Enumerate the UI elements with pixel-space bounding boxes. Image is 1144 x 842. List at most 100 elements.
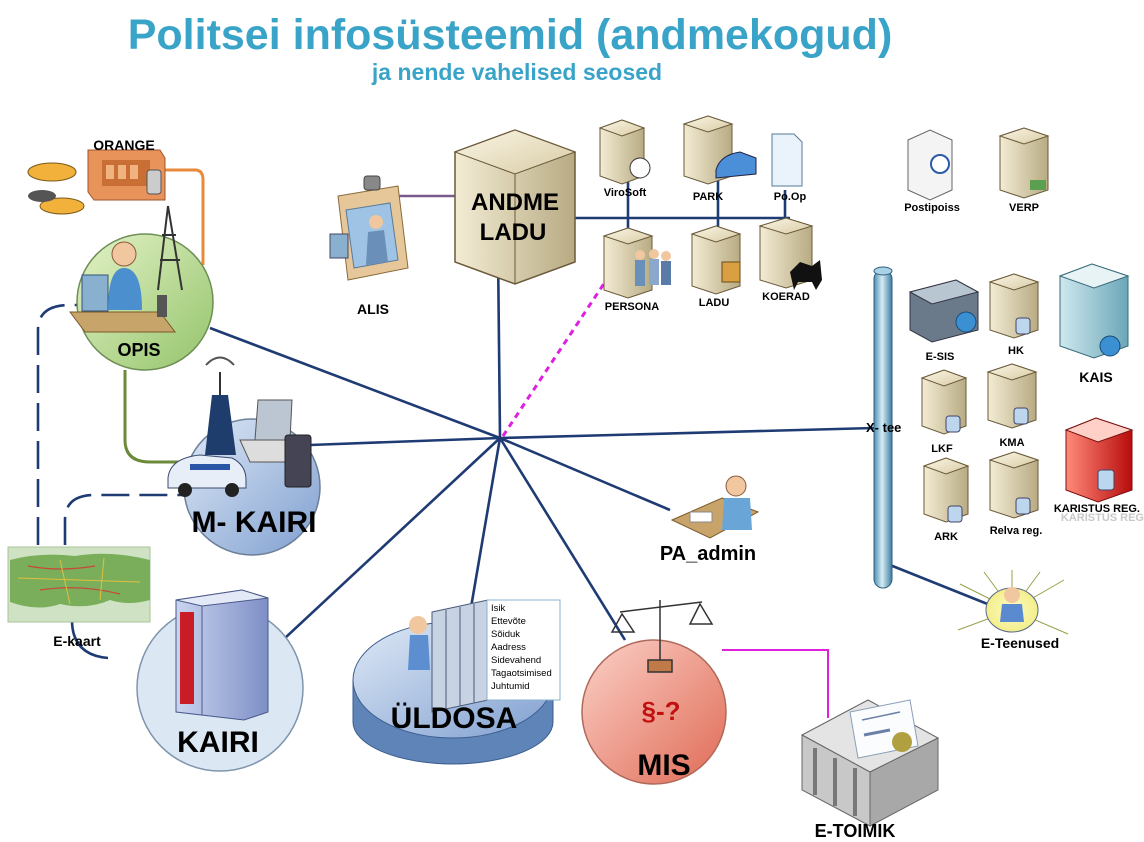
- link-pa-admin: [499, 436, 671, 512]
- desk-worker-icon: [670, 475, 760, 539]
- uldosa-list-item: Aadress: [491, 642, 526, 653]
- m-kairi-label: M- KAIRI: [192, 506, 317, 539]
- e-toimik-node: E-TOIMIK: [800, 699, 940, 841]
- link-ekaart-opis: [36, 303, 95, 545]
- andme-ladu-node: ANDME LADU: [453, 129, 577, 285]
- kais-node: KAIS: [1058, 263, 1130, 385]
- clock-icon: [629, 157, 651, 179]
- mis-label: MIS: [637, 749, 690, 782]
- wireless-router-icon: [205, 356, 236, 455]
- park-label: PARK: [693, 191, 723, 203]
- orange-label: ORANGE: [93, 137, 154, 153]
- kairi-node: KAIRI: [136, 589, 304, 772]
- link-m-kairi: [309, 436, 501, 447]
- user-icon: [409, 616, 427, 634]
- page-title: Politsei infosüsteemid (andmekogud): [128, 11, 893, 59]
- postipoiss-label: Postipoiss: [904, 202, 960, 214]
- uldosa-list-item: Sõiduk: [491, 629, 520, 640]
- virosoft-node: ViroSoft: [598, 119, 651, 199]
- scales-icon: [610, 600, 714, 673]
- ark-label: ARK: [934, 531, 958, 543]
- link-opis-mkairi: [123, 370, 195, 464]
- e-kaart-node: E-kaart: [7, 546, 151, 649]
- user-icon: [1004, 587, 1020, 603]
- kma-label: KMA: [999, 437, 1024, 449]
- uldosa-list-item: Sidevahend: [491, 655, 541, 666]
- andme-ladu-label-1: ANDME: [471, 189, 559, 216]
- verp-node: VERP: [998, 127, 1050, 214]
- orange-node: ORANGE: [27, 137, 166, 215]
- park-node: PARK: [682, 115, 757, 203]
- opis-node: OPIS: [69, 205, 214, 371]
- kairi-label: KAIRI: [177, 726, 259, 759]
- e-teenused-label: E-Teenused: [981, 635, 1059, 651]
- link-ekaart-mkairi: [63, 493, 190, 545]
- andme-ladu-label-2: LADU: [480, 219, 547, 246]
- mis-symbol: §-?: [642, 696, 681, 726]
- money-icon: [1030, 180, 1046, 190]
- server-icon: [690, 225, 742, 295]
- dog-icon: [790, 260, 822, 290]
- pa-admin-node: PA_admin: [660, 475, 760, 565]
- ark-node: ARK: [922, 457, 970, 543]
- police-car-icon: [167, 454, 247, 497]
- uldosa-list-item: Juhtumid: [491, 681, 530, 692]
- pa-admin-label: PA_admin: [660, 543, 756, 565]
- link-persona-dotted: [501, 281, 607, 437]
- verp-label: VERP: [1009, 202, 1039, 214]
- relva-reg-label: Relva reg.: [990, 525, 1043, 537]
- server-rack-icon: [431, 599, 489, 713]
- e-toimik-label: E-TOIMIK: [815, 821, 896, 841]
- alis-node: ALIS: [329, 175, 409, 317]
- link-uldosa: [466, 437, 502, 626]
- link-mis-etoimik: [722, 649, 829, 718]
- e-kaart-label: E-kaart: [53, 633, 101, 649]
- e-teenused-node: E-Teenused: [957, 570, 1069, 651]
- relva-reg-node: Relva reg.: [988, 451, 1043, 537]
- opis-label: OPIS: [117, 340, 160, 360]
- uldosa-list-item: Isik: [491, 603, 506, 614]
- ladu-label: LADU: [699, 297, 730, 309]
- e-sis-node: E-SIS: [908, 279, 980, 363]
- m-kairi-node: M- KAIRI: [167, 356, 321, 556]
- postipoiss-node: Postipoiss: [904, 129, 960, 214]
- kais-label: KAIS: [1079, 369, 1112, 385]
- hk-node: HK: [988, 273, 1040, 357]
- uldosa-label: ÜLDOSA: [391, 702, 518, 735]
- id-badge-icon: [329, 175, 409, 281]
- monitor-icon: [81, 274, 109, 312]
- link-kairi: [284, 437, 501, 639]
- lkf-label: LKF: [931, 443, 953, 455]
- karistus-reg-shadow-label: KARISTUS REG: [1061, 512, 1144, 524]
- kma-node: KMA: [986, 363, 1038, 449]
- lkf-node: LKF: [920, 369, 968, 455]
- persona-node: PERSONA: [602, 227, 671, 313]
- database-icon: [1097, 469, 1115, 491]
- ladu-node: LADU: [690, 225, 742, 309]
- database-icon: [947, 505, 963, 523]
- database-icon: [1013, 407, 1029, 425]
- alis-label: ALIS: [357, 301, 389, 317]
- koerad-label: KOERAD: [762, 291, 810, 303]
- hk-label: HK: [1008, 345, 1024, 357]
- po-op-node: Po.Op: [771, 133, 806, 203]
- virosoft-label: ViroSoft: [604, 187, 647, 199]
- x-tee-bus: X- tee: [866, 266, 901, 589]
- people-icon: [635, 249, 671, 286]
- e-sis-label: E-SIS: [926, 351, 955, 363]
- database-icon: [1015, 497, 1031, 515]
- telephone-icon: [27, 162, 85, 215]
- car-icon: [715, 151, 757, 179]
- link-e-teenused: [889, 563, 991, 607]
- x-tee-label: X- tee: [866, 420, 901, 435]
- postipoiss-logo-icon: [930, 154, 950, 174]
- persona-label: PERSONA: [605, 301, 659, 313]
- certificate-icon: [849, 699, 919, 759]
- uldosa-list-item: Ettevõte: [491, 616, 526, 627]
- mis-node: §-? MIS: [581, 600, 727, 785]
- mobile-phone-icon: [146, 169, 162, 195]
- estonia-map-icon: [10, 553, 150, 608]
- uldosa-list-item: Tagaotsimised: [491, 668, 552, 679]
- radio-tower-icon: [157, 205, 183, 291]
